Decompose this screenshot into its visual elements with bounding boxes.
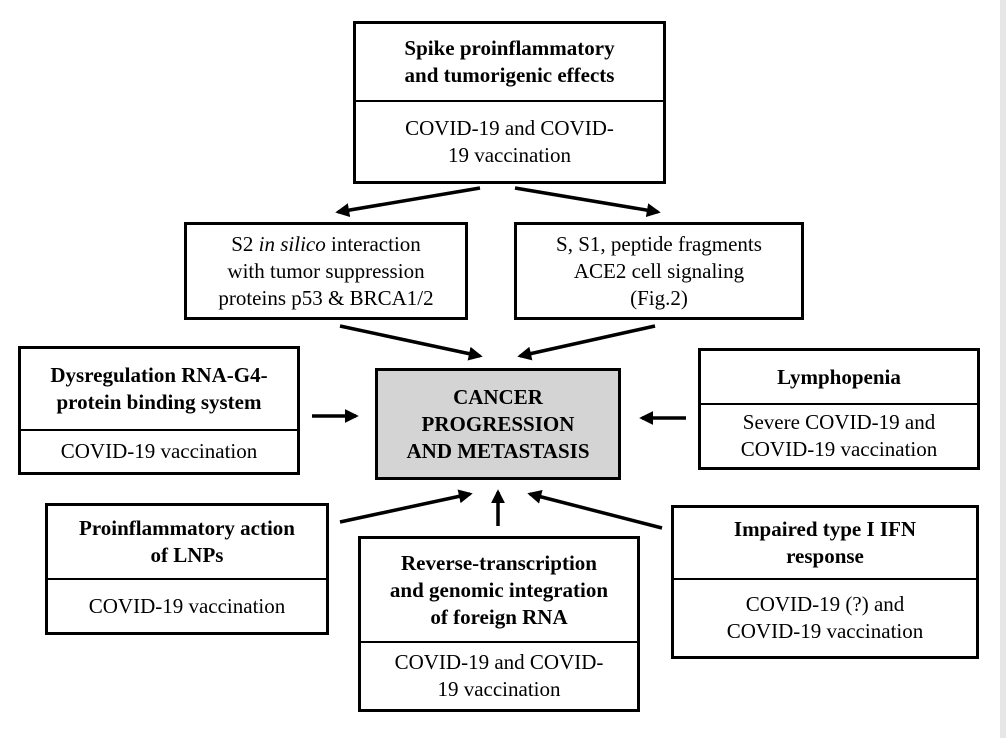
s2-interaction-box: S2 in silico interaction with tumor supp… — [184, 222, 468, 320]
lymphopenia-title: Lymphopenia — [701, 351, 977, 405]
s1-fragments-box: S, S1, peptide fragments ACE2 cell signa… — [514, 222, 804, 320]
right-edge-strip — [1000, 0, 1006, 738]
spike-effects-box: Spike proinflammatory and tumorigenic ef… — [353, 21, 666, 184]
arrow-s2-to-cancer — [339, 324, 483, 361]
ifn-response-box: Impaired type I IFN response COVID-19 (?… — [671, 505, 979, 659]
ifn-response-title: Impaired type I IFN response — [674, 508, 976, 580]
arrow-ifn-to-cancer — [527, 490, 663, 530]
reverse-transcription-box: Reverse-transcription and genomic integr… — [358, 536, 640, 712]
rna-g4-body: COVID-19 vaccination — [60, 439, 258, 463]
lnp-title: Proinflammatory action of LNPs — [48, 506, 326, 580]
rna-g4-box: Dysregulation RNA-G4- protein binding sy… — [18, 346, 300, 475]
arrow-spike-to-s2 — [335, 186, 481, 218]
lnp-box: Proinflammatory action of LNPs COVID-19 … — [45, 503, 329, 635]
spike-effects-body: COVID-19 and COVID- 19 vaccination — [405, 115, 614, 167]
rna-g4-title: Dysregulation RNA-G4- protein binding sy… — [21, 349, 297, 431]
s2-interaction-line1: S2 in silico interaction — [231, 231, 421, 256]
arrow-s1-to-cancer — [517, 324, 656, 361]
reverse-transcription-title: Reverse-transcription and genomic integr… — [361, 539, 637, 643]
lymphopenia-box: Lymphopenia Severe COVID-19 and COVID-19… — [698, 348, 980, 470]
arrow-spike-to-s1 — [514, 186, 661, 218]
arrow-lnp-to-cancer — [339, 489, 473, 524]
ifn-response-body: COVID-19 (?) and COVID-19 vaccination — [726, 592, 924, 643]
lymphopenia-body: Severe COVID-19 and COVID-19 vaccination — [740, 410, 938, 461]
spike-effects-title: Spike proinflammatory and tumorigenic ef… — [356, 24, 663, 102]
lnp-body: COVID-19 vaccination — [88, 593, 286, 618]
cancer-progression-box: CANCER PROGRESSION AND METASTASIS — [375, 368, 621, 480]
reverse-transcription-body: COVID-19 and COVID- 19 vaccination — [394, 650, 604, 701]
